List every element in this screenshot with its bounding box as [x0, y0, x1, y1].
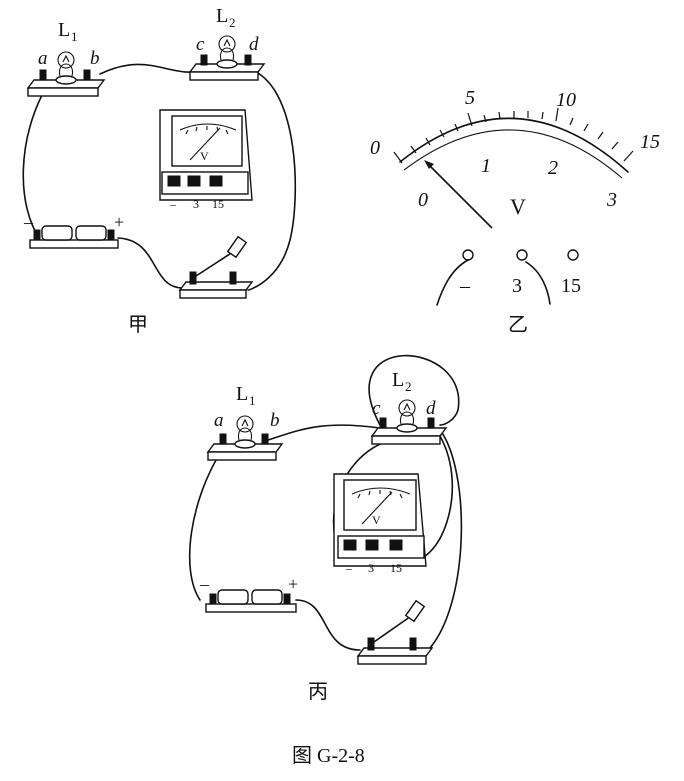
- battery-neg-label-bing: –: [199, 574, 210, 594]
- battery-jia: [29, 225, 119, 249]
- yi-term-3: 3: [512, 275, 522, 297]
- wire-a-to-battery-bing: [188, 449, 223, 601]
- switch-jia: [178, 235, 254, 299]
- terminal-c-label: c: [196, 34, 205, 55]
- wire-d-to-switch-bing: [429, 429, 463, 649]
- voltmeter-term-15: 15: [212, 197, 224, 211]
- lamp-l2-name: L: [216, 5, 228, 27]
- lamp-l1-sub: 1: [71, 29, 78, 44]
- terminal-b-label: b: [90, 48, 100, 69]
- wire-battery-to-switch-bing: [295, 599, 361, 651]
- voltmeter-term-3-bing: 3: [368, 561, 374, 575]
- outer-scale-10: 10: [556, 89, 576, 111]
- battery-bing: [205, 589, 297, 613]
- battery-pos-label-bing: +: [288, 574, 298, 594]
- voltmeter-term-neg: –: [169, 197, 177, 211]
- voltmeter-term-15-bing: 15: [390, 561, 402, 575]
- dial-unit: V: [510, 194, 526, 219]
- lamp-l2-bing: [370, 399, 448, 445]
- diagram-jia: L 1 a b L 2 c d V: [22, 5, 297, 336]
- dial-ticks: [393, 107, 634, 164]
- lamp-l1-jia: [26, 51, 106, 97]
- voltmeter-jia: [159, 109, 253, 201]
- needle-tip: [424, 160, 434, 169]
- terminal-d-label-bing: d: [426, 398, 436, 419]
- diagram-bing: L 1 a b L 2 c d V: [188, 354, 463, 703]
- terminal-c-label-bing: c: [372, 398, 381, 419]
- lamp-l2-name-bing: L: [392, 369, 404, 391]
- inner-scale-3: 3: [606, 189, 617, 211]
- lamp-l2-sub: 2: [229, 15, 236, 30]
- voltmeter-unit: V: [200, 149, 209, 163]
- caption-yi: 乙: [508, 314, 528, 336]
- outer-scale-0: 0: [370, 137, 380, 159]
- diagram-yi: 0 5 10 15 0 1 2 3 V – 3 15 乙: [370, 87, 660, 336]
- lamp-l1-sub-bing: 1: [249, 393, 256, 408]
- voltmeter-bing: [333, 473, 427, 567]
- dial-needle: [427, 163, 493, 229]
- yi-term-15: 15: [561, 275, 581, 297]
- voltmeter-term-neg-bing: –: [345, 561, 353, 575]
- terminal-a-label: a: [38, 48, 48, 69]
- inner-scale-2: 2: [548, 157, 558, 179]
- inner-scale-1: 1: [481, 155, 491, 177]
- wire-b-to-c-bing: [267, 424, 381, 441]
- wire-d-to-switch: [247, 69, 297, 291]
- lamp-l1-bing: [206, 415, 284, 461]
- lamp-l1-name: L: [58, 19, 70, 41]
- outer-scale-5: 5: [465, 87, 475, 109]
- dial-arc-inner: [403, 129, 623, 179]
- figure-caption: 图 G-2-8: [292, 745, 365, 767]
- switch-bing: [356, 599, 434, 665]
- wire-c-loop-top-bing: [368, 354, 460, 426]
- outer-scale-15: 15: [640, 131, 660, 153]
- yi-terminals: [436, 249, 579, 306]
- lamp-l1-name-bing: L: [236, 383, 248, 405]
- lamp-l2-sub-bing: 2: [405, 379, 412, 394]
- battery-pos-label: +: [114, 212, 124, 232]
- wire-battery-to-switch: [117, 237, 186, 289]
- inner-scale-0: 0: [418, 189, 428, 211]
- caption-jia: 甲: [128, 314, 148, 336]
- voltmeter-term-3: 3: [193, 197, 199, 211]
- terminal-d-label: d: [249, 34, 259, 55]
- terminal-a-label-bing: a: [214, 410, 224, 431]
- wire-a-to-battery: [22, 94, 43, 241]
- dial-arc-outer: [399, 117, 629, 173]
- terminal-b-label-bing: b: [270, 410, 280, 431]
- battery-neg-label: –: [23, 212, 34, 232]
- caption-bing: 丙: [308, 681, 328, 703]
- voltmeter-unit-bing: V: [372, 513, 381, 527]
- yi-term-neg: –: [459, 275, 471, 297]
- lamp-l2-jia: [188, 35, 266, 81]
